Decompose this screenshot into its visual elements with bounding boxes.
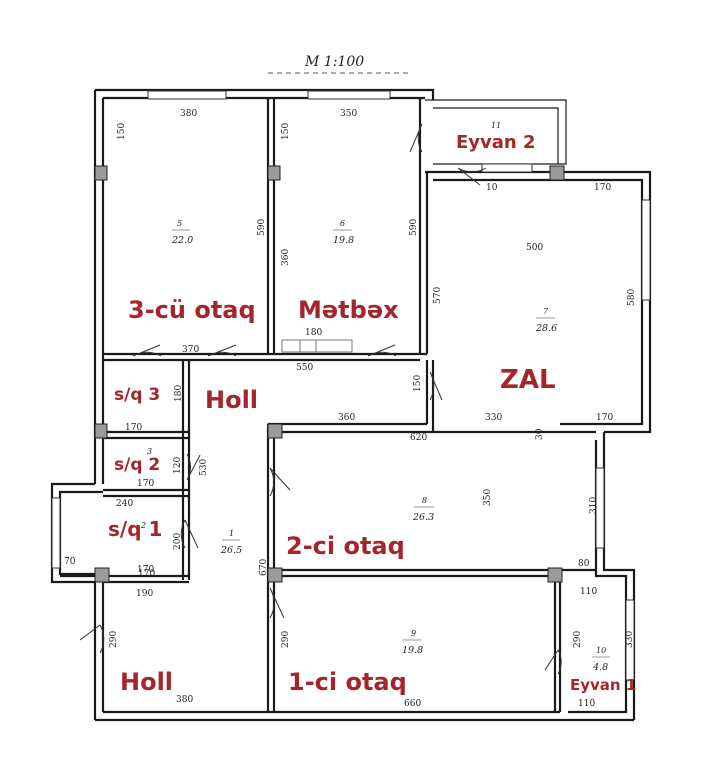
column [94,165,108,181]
room-label-metbex: Mətbəx [298,296,399,324]
room-label-2ci-otaq: 2-ci otaq [286,532,405,560]
dimension-label: 110 [580,587,597,597]
window [51,497,61,569]
room-labels: 3-cü otaq Mətbəx ZAL Eyvan 2 2-ci otaq 1… [108,132,636,696]
dimension-label: 500 [526,243,543,253]
column [549,165,565,181]
room-number: 7 [543,307,549,316]
dimension-label: 310 [589,497,599,514]
dimension-label: 70 [64,557,76,567]
window [307,90,391,100]
room-area: 26.5 [220,545,242,556]
dimension-label: 120 [173,457,183,474]
columns [94,165,565,583]
dimension-label: 150 [413,375,423,392]
dimension-label: 550 [296,363,313,373]
dimension-label: 200 [173,533,183,550]
room-numbers: 5 22.0 6 19.8 7 28.6 11 8 26.3 9 19.8 10… [140,121,610,673]
room-number: 2 [140,521,146,530]
room-number: 1 [229,529,234,538]
room-label-sq-1: s/q 1 [108,517,162,541]
room-label-zal: ZAL [500,365,556,395]
dimension-label: 660 [404,699,421,709]
dimension-label: 380 [180,109,197,119]
room-label-holl: Holl [120,668,173,696]
room-area: 19.8 [402,645,423,656]
scale-label: M 1:100 [304,54,364,70]
room-number: 10 [596,646,606,655]
dimension-labels: 380 350 150 590 150 360 590 170 500 570 … [64,109,637,709]
room-label-eyvan-2: Eyvan 2 [456,132,536,153]
column [94,567,110,583]
dimension-label: 170 [137,479,154,489]
column [267,423,283,439]
dimension-label: 80 [578,559,590,569]
room-area: 28.6 [535,323,557,334]
dimension-label: 180 [174,385,184,402]
room-number: 11 [491,121,501,130]
room-label-sq-3: s/q 3 [114,385,160,405]
dimension-label: 590 [257,219,267,236]
doors [79,123,562,675]
dimension-label: 240 [116,499,133,509]
room-number: 3 [147,447,152,456]
dimension-label: 30 [535,428,545,440]
dimension-label: 350 [340,109,357,119]
dimension-label: 170 [138,569,155,579]
dimension-label: 360 [338,413,355,423]
dimension-label: 330 [625,631,635,648]
dimension-label: 150 [117,123,127,140]
dimension-label: 530 [199,459,209,476]
window [147,90,227,100]
column [94,423,108,439]
dimension-label: 290 [573,631,583,648]
dimension-label: 380 [176,695,193,705]
dimension-label: 290 [281,631,291,648]
room-label-holl: Holl [205,386,258,414]
room-area: 4.8 [592,662,608,673]
dimension-label: 580 [627,289,637,306]
dimension-label: 170 [125,423,142,433]
dimension-label: 370 [182,345,199,355]
dimension-label: 180 [305,328,322,338]
window [641,199,651,301]
room-number: 5 [177,219,182,228]
dimension-label: 330 [485,413,502,423]
window [625,599,635,681]
room-number: 6 [340,219,345,228]
room-label-sq-2: s/q 2 [114,455,160,475]
dimension-label: 570 [433,287,443,304]
column [267,567,283,583]
dimension-label: 590 [409,219,419,236]
dimension-label: 170 [594,183,611,193]
window [595,467,605,549]
room-area: 19.8 [333,235,354,246]
column [547,567,563,583]
window [481,163,533,173]
dimension-label: 170 [596,413,613,423]
room-number: 8 [422,496,427,505]
dimension-label: 360 [281,249,291,266]
dimension-label: 150 [281,123,291,140]
dimension-label: 350 [483,489,493,506]
kitchen-counter [281,339,353,353]
dimension-label: 290 [109,631,119,648]
outer-walls [50,88,652,722]
room-area: 26.3 [412,512,434,523]
dimension-label: 620 [410,433,427,443]
column [267,165,281,181]
dimension-label: 10 [486,183,498,193]
dimension-label: 670 [259,559,269,576]
room-number: 9 [411,629,416,638]
room-label-eyvan-1: Eyvan 1 [570,676,636,694]
inner-walls [60,98,596,712]
dimension-label: 110 [578,699,595,709]
room-area: 22.0 [171,235,193,246]
room-label-1ci-otaq: 1-ci otaq [288,668,407,696]
dimension-label: 190 [136,589,153,599]
room-label-3cu-otaq: 3-cü otaq [128,296,256,324]
windows [51,90,651,681]
dimension-label: 170 [137,565,154,575]
